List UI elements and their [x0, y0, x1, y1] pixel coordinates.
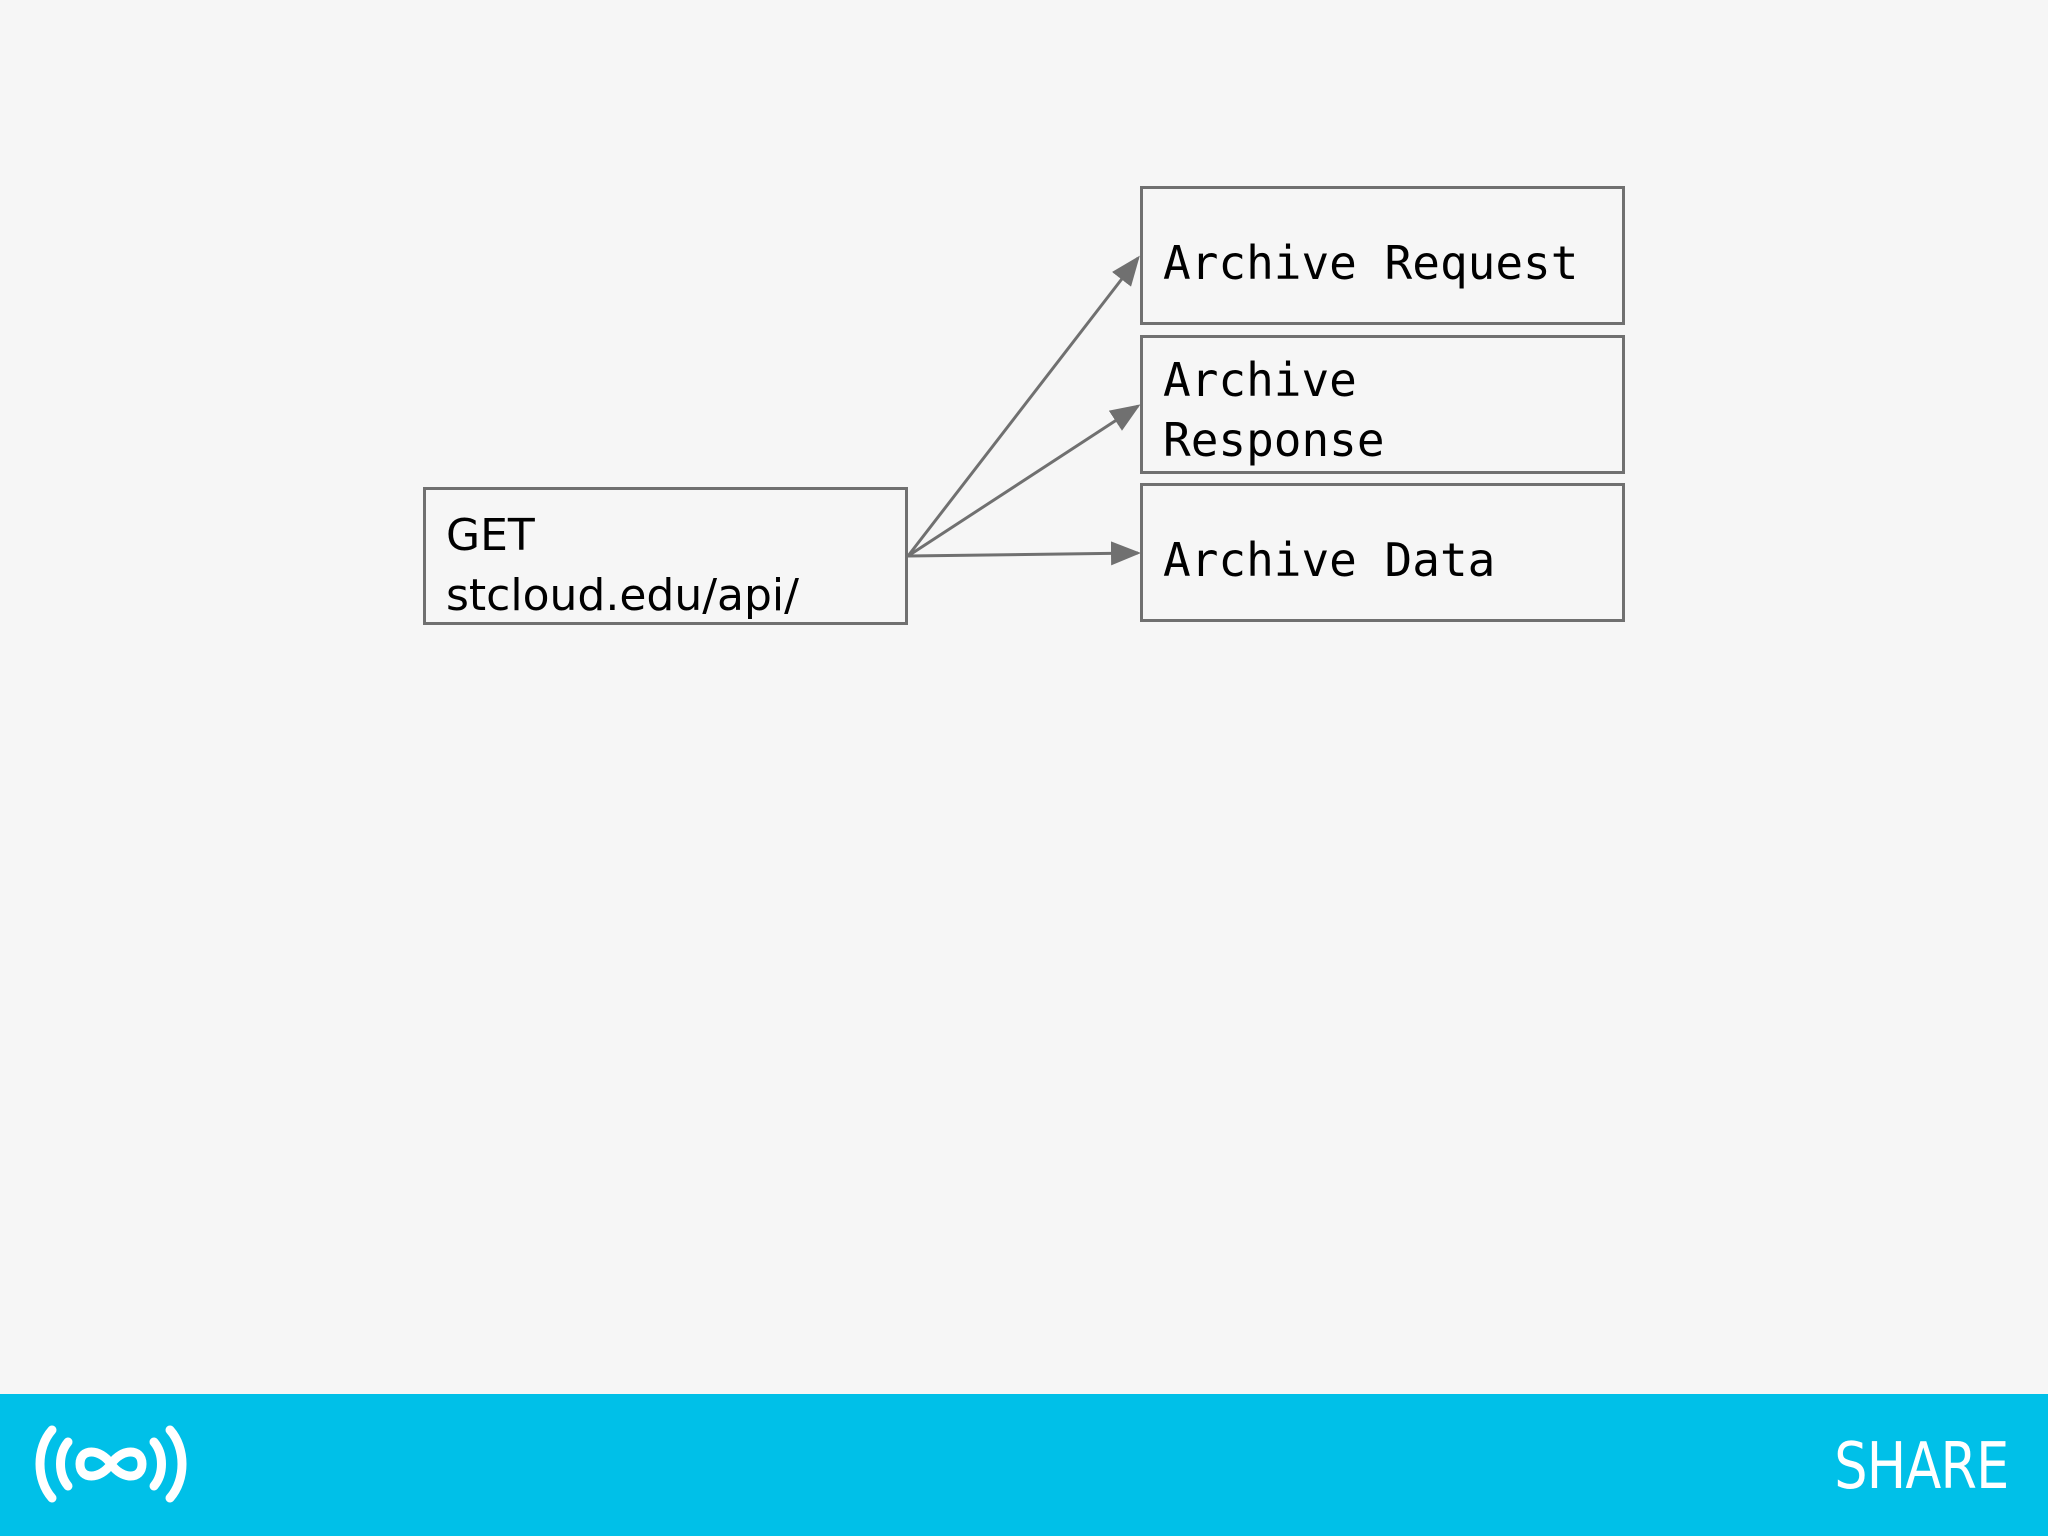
arrow-to-archive-response [907, 404, 1141, 558]
archive-request-box: Archive Request [1140, 186, 1625, 325]
arrow-to-archive-data [907, 541, 1141, 566]
archive-response-label: Archive Response [1163, 353, 1385, 467]
source-label: GET stcloud.edu/api/ [446, 510, 799, 621]
archive-data-box: Archive Data [1140, 483, 1625, 622]
share-logo-text: SHARE [1833, 1430, 2009, 1504]
infinity-broadcast-icon [35, 1425, 187, 1503]
arrow-to-archive-request [906, 255, 1140, 557]
source-box: GET stcloud.edu/api/ [423, 487, 908, 625]
archive-data-label: Archive Data [1163, 533, 1496, 587]
footer-bar: SHARE [0, 1394, 2048, 1536]
archive-response-box: Archive Response [1140, 335, 1625, 474]
archive-request-label: Archive Request [1163, 236, 1579, 290]
